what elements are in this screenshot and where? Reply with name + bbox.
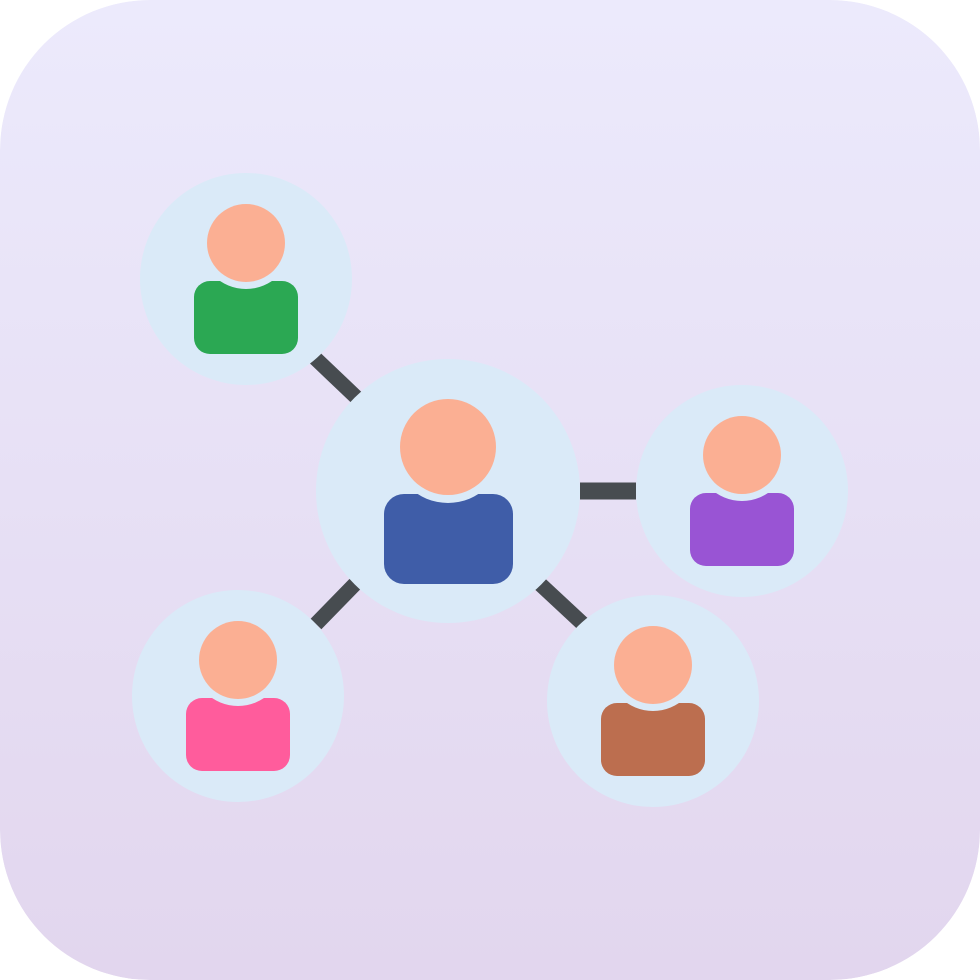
- user-head: [400, 399, 496, 495]
- user-head: [207, 204, 285, 282]
- user-node-right: [636, 385, 848, 597]
- user-head: [703, 416, 781, 494]
- connectors: [309, 352, 636, 630]
- user-node-bottom-right: [547, 595, 759, 807]
- user-shirt: [186, 698, 290, 771]
- user-head: [614, 626, 692, 704]
- user-node-bottom-left: [132, 590, 344, 802]
- user-node-top-left: [140, 173, 352, 385]
- connector-bottom-left: [310, 578, 361, 630]
- user-node-center: [316, 359, 580, 623]
- user-shirt: [194, 281, 298, 354]
- connector-bottom-right: [534, 578, 589, 630]
- user-shirt: [384, 494, 513, 584]
- connector-top-left: [309, 352, 363, 404]
- user-shirt: [690, 493, 794, 566]
- user-shirt: [601, 703, 705, 776]
- user-head: [199, 621, 277, 699]
